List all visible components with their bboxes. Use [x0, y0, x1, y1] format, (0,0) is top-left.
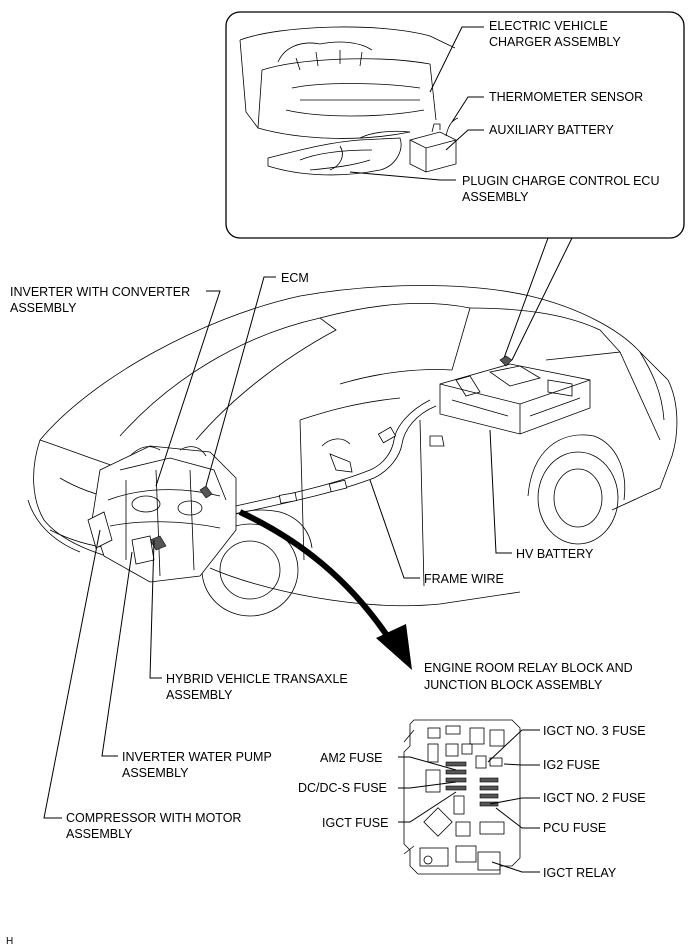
inset-frame	[225, 11, 685, 239]
label-am2-fuse: AM2 FUSE	[320, 751, 383, 765]
label-relay-block-line1: ENGINE ROOM RELAY BLOCK AND	[424, 661, 633, 675]
leader-dcdc	[398, 781, 457, 789]
leader-pcu	[495, 807, 540, 829]
label-hv-battery: HV BATTERY	[516, 547, 594, 561]
leader-compressor	[43, 529, 101, 819]
cargo-area-drawing	[239, 26, 456, 176]
leader-water-pump	[101, 551, 133, 757]
label-water-pump-line2: ASSEMBLY	[122, 766, 189, 780]
frame-wire-drawing	[235, 399, 437, 515]
label-plugin-ecu-line2: ASSEMBLY	[462, 190, 529, 204]
label-pcu-fuse: PCU FUSE	[543, 821, 606, 835]
auxiliary-battery-drawing	[409, 117, 459, 173]
rear-wheel	[537, 451, 619, 545]
hv-battery-drawing	[439, 355, 591, 435]
leader-plugin-ecu	[349, 171, 456, 181]
label-inverter-line1: INVERTER WITH CONVERTER	[10, 285, 190, 299]
label-auxiliary-battery: AUXILIARY BATTERY	[489, 123, 614, 137]
label-ig2-fuse: IG2 FUSE	[543, 758, 600, 772]
label-transaxle-line2: ASSEMBLY	[166, 688, 233, 702]
leader-hv-battery	[489, 429, 512, 554]
label-dcdc-s-fuse: DC/DC-S FUSE	[298, 781, 387, 795]
footer-code: H	[6, 936, 13, 947]
leader-am2	[398, 756, 457, 771]
engine-bay-drawing	[87, 445, 237, 583]
label-transaxle-line1: HYBRID VEHICLE TRANSAXLE	[166, 672, 348, 686]
label-compressor-line1: COMPRESSOR WITH MOTOR	[66, 811, 241, 825]
leader-transaxle	[149, 539, 162, 679]
label-compressor-line2: ASSEMBLY	[66, 827, 133, 841]
leader-ecm	[205, 276, 276, 487]
label-ecm: ECM	[281, 271, 309, 285]
leader-aux-battery	[445, 129, 484, 151]
relay-block-drawing	[403, 719, 521, 875]
label-charger-line2: CHARGER ASSEMBLY	[489, 35, 621, 49]
leader-frame-wire	[369, 479, 420, 579]
label-igct-fuse: IGCT FUSE	[322, 816, 388, 830]
leader-thermometer	[451, 96, 484, 123]
leader-charger	[429, 26, 484, 93]
leader-igct	[398, 791, 457, 823]
label-igct-no2-fuse: IGCT NO. 2 FUSE	[543, 791, 646, 805]
label-plugin-ecu-line1: PLUGIN CHARGE CONTROL ECU	[462, 174, 659, 188]
leader-igct3	[487, 729, 540, 763]
label-igct-relay: IGCT RELAY	[543, 866, 617, 880]
leader-inverter	[155, 290, 221, 487]
leader-ig2	[503, 763, 540, 766]
label-igct-no3-fuse: IGCT NO. 3 FUSE	[543, 724, 646, 738]
leader-igct2	[489, 797, 540, 805]
label-charger-line1: ELECTRIC VEHICLE	[489, 19, 608, 33]
label-frame-wire: FRAME WIRE	[424, 572, 504, 586]
label-inverter-line2: ASSEMBLY	[10, 301, 77, 315]
label-relay-block-line2: JUNCTION BLOCK ASSEMBLY	[424, 678, 603, 692]
inset-callout: ELECTRIC VEHICLE CHARGER ASSEMBLY THERMO…	[225, 11, 685, 361]
callout-arrow	[238, 509, 412, 670]
leader-igct-relay	[491, 861, 540, 873]
label-thermometer-sensor: THERMOMETER SENSOR	[489, 90, 643, 104]
inset-pointer-left	[503, 237, 549, 359]
label-water-pump-line1: INVERTER WATER PUMP	[122, 750, 272, 764]
